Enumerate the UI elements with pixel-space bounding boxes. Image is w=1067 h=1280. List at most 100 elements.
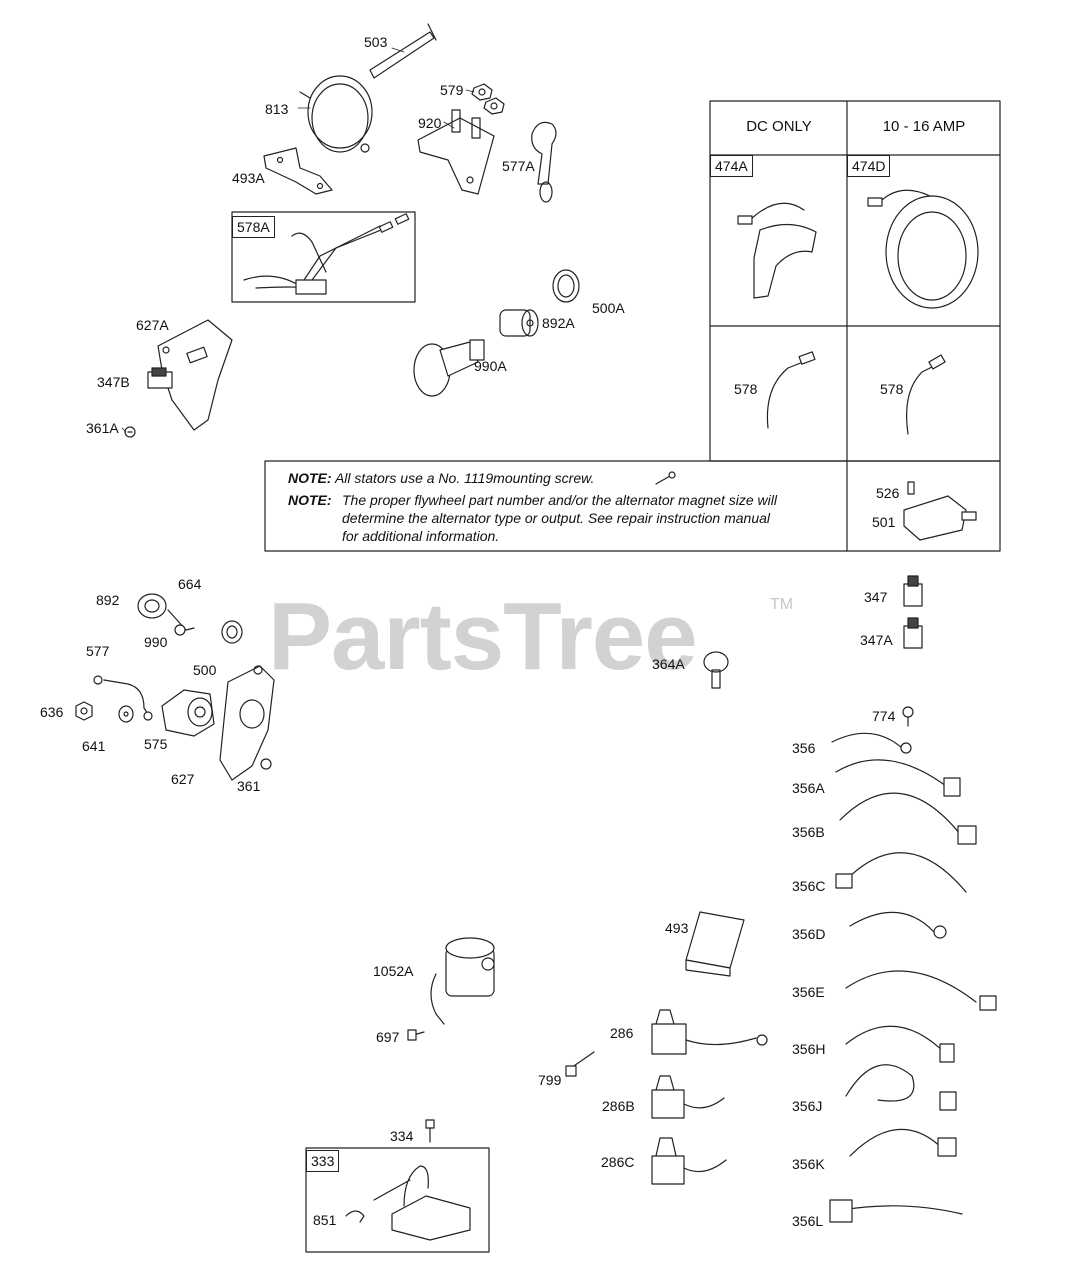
label-627: 627 (171, 771, 195, 787)
part-920-switch-drawing (417, 109, 495, 195)
part-347a-switch-drawing (903, 617, 923, 649)
label-356: 356 (792, 740, 816, 756)
label-526: 526 (876, 485, 900, 501)
label-347: 347 (864, 589, 888, 605)
part-577a-boot-drawing (531, 121, 557, 203)
label-577: 577 (86, 643, 110, 659)
part-286b-module-drawing (651, 1075, 725, 1119)
table-header-dc-only: DC ONLY (746, 118, 812, 135)
table-header-10-16-amp: 10 - 16 AMP (882, 118, 966, 135)
part-474d-stator-drawing (867, 189, 979, 309)
label-501: 501 (872, 514, 896, 530)
label-356b: 356B (792, 824, 825, 840)
part-356k-harness-drawing (849, 1128, 945, 1157)
label-356a: 356A (792, 780, 825, 796)
label-851: 851 (313, 1212, 337, 1228)
label-575: 575 (144, 736, 168, 752)
label-697: 697 (376, 1029, 400, 1045)
label-578a: 578A (232, 216, 275, 238)
label-577a: 577A (502, 158, 535, 174)
label-356h: 356H (792, 1041, 826, 1057)
part-500-washer-drawing (221, 620, 243, 644)
notes-frame (264, 460, 1001, 552)
label-578-left: 578 (734, 381, 758, 397)
part-579-nut-drawing (471, 83, 505, 115)
label-641: 641 (82, 738, 106, 754)
label-664: 664 (178, 576, 202, 592)
note-2-line-2: determine the alternator type or output.… (342, 510, 771, 526)
part-799-screw-drawing (565, 1051, 595, 1077)
label-356k: 356K (792, 1156, 825, 1172)
trademark-mark: TM (770, 596, 794, 613)
part-493a-bracket-drawing (263, 147, 333, 195)
part-364a-sensor-drawing (703, 651, 729, 689)
part-356d-harness-drawing (849, 911, 935, 933)
label-356j: 356J (792, 1098, 823, 1114)
part-356l-harness-drawing (841, 1205, 963, 1215)
label-364a: 364A (652, 656, 685, 672)
label-286c: 286C (601, 1154, 635, 1170)
part-500a-washer-drawing (552, 269, 580, 303)
label-356c: 356C (792, 878, 826, 894)
label-892: 892 (96, 592, 120, 608)
label-627a: 627A (136, 317, 169, 333)
part-347b-switch-drawing (147, 367, 173, 389)
part-356c-harness-drawing (845, 852, 967, 893)
part-641-washer-drawing (118, 705, 134, 723)
label-356l: 356L (792, 1213, 824, 1229)
label-799: 799 (538, 1072, 562, 1088)
label-286: 286 (610, 1025, 634, 1041)
label-578-right: 578 (880, 381, 904, 397)
note-2-prefix: NOTE: (288, 492, 332, 508)
part-851-clip-drawing (345, 1210, 365, 1223)
label-892a: 892A (542, 315, 575, 331)
part-356e-harness-drawing (845, 970, 977, 1003)
part-578-wire-right-drawing (906, 363, 939, 435)
label-920: 920 (418, 115, 442, 131)
part-361a-screw-drawing (124, 426, 136, 438)
part-577-cable-drawing (93, 675, 153, 721)
label-347b: 347B (97, 374, 130, 390)
label-361: 361 (237, 778, 261, 794)
part-627-plate-drawing (219, 665, 275, 781)
part-892a-receptacle-drawing (499, 309, 539, 337)
label-493a: 493A (232, 170, 265, 186)
part-474a-stator-drawing (737, 202, 817, 299)
part-1052a-solenoid-drawing (430, 937, 495, 1025)
part-333-box (305, 1147, 490, 1253)
label-774: 774 (872, 708, 896, 724)
part-578a-box (231, 211, 416, 303)
part-892-switch-drawing (137, 593, 167, 619)
label-500: 500 (193, 662, 217, 678)
label-347a: 347A (860, 632, 893, 648)
label-813: 813 (265, 101, 289, 117)
label-474a: 474A (710, 155, 753, 177)
part-356-harness-drawing (831, 732, 903, 749)
part-664-key-drawing (167, 609, 195, 636)
label-1052a: 1052A (373, 963, 414, 979)
part-356a-harness-drawing (835, 759, 947, 787)
part-286-module-drawing (651, 1009, 768, 1055)
note-2-line-3: for additional information. (342, 528, 500, 544)
label-990: 990 (144, 634, 168, 650)
label-503: 503 (364, 34, 388, 50)
part-774-screw-drawing (902, 706, 914, 727)
part-503-strap-drawing (369, 23, 437, 79)
part-578a-harness-drawing (243, 213, 410, 295)
watermark: PartsTree (268, 583, 698, 690)
label-474d: 474D (847, 155, 891, 177)
note-1: NOTE: All stators use a No. 1119mounting… (288, 469, 594, 487)
label-636: 636 (40, 704, 64, 720)
label-356e: 356E (792, 984, 825, 1000)
label-333: 333 (306, 1150, 340, 1172)
part-333-coil-drawing (373, 1165, 471, 1241)
label-493: 493 (665, 920, 689, 936)
label-990a: 990A (474, 358, 507, 374)
note-2-body: The proper flywheel part number and/or t… (342, 491, 832, 545)
part-356j-harness-drawing (845, 1064, 915, 1102)
part-575-switch-drawing (161, 689, 215, 737)
label-500a: 500A (592, 300, 625, 316)
label-356d: 356D (792, 926, 826, 942)
part-334-screw-drawing (425, 1119, 435, 1143)
